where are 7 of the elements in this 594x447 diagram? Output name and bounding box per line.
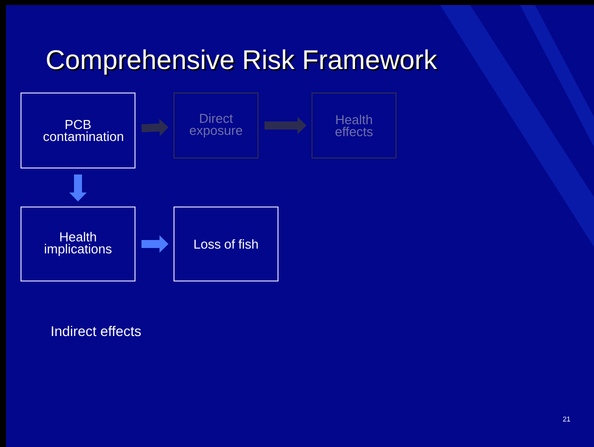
process-box: Health implications [20, 206, 136, 282]
slide-title: Comprehensive Risk Framework [46, 49, 438, 75]
note-text: Indirect effects [52, 326, 141, 336]
process-box: PCB contamination [20, 92, 136, 168]
process-box: Direct exposure [174, 92, 258, 158]
process-box: Loss of fish [174, 206, 278, 282]
process-box: Health effects [312, 92, 396, 158]
